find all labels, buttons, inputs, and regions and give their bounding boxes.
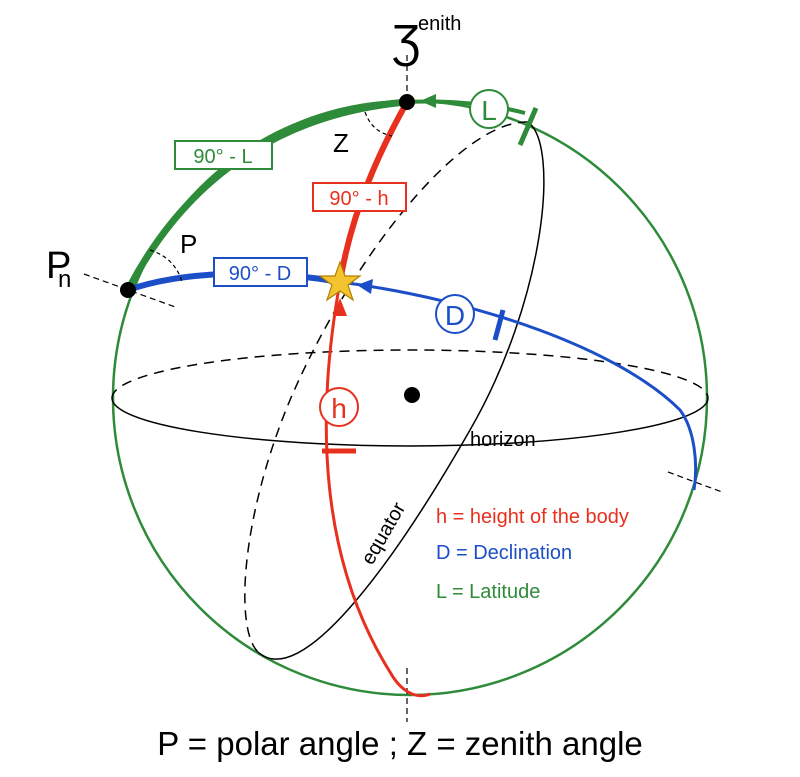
declination-tick [492, 309, 506, 341]
pole-label-sub: n [58, 266, 71, 293]
declination-circle-label: D [445, 300, 465, 331]
legend-declination: D = Declination [436, 542, 572, 564]
horizon-front-half [111, 397, 709, 447]
horizon-label: horizon [470, 429, 536, 451]
pole-label-main: P [46, 245, 71, 287]
polar-angle-arc [149, 249, 183, 283]
equator-front-half [257, 121, 545, 660]
declination-complement-label: 90° - D [229, 263, 291, 285]
star-icon [318, 260, 362, 302]
equator-back-half [244, 121, 529, 653]
latitude-circle-label: L [481, 95, 497, 126]
declination-circle-marker [435, 294, 475, 334]
zenith-angle-label: Z [333, 128, 349, 158]
pole-axis-tick [83, 273, 179, 309]
latitude-arrowhead [420, 94, 436, 108]
latitude-arc [406, 99, 526, 115]
polar-angle-label: P [180, 229, 197, 259]
legend-latitude: L = Latitude [436, 581, 540, 603]
horizon-back-half [111, 349, 709, 399]
latitude-complement-box [174, 140, 273, 170]
latitude-tick [517, 107, 539, 146]
height-arc [324, 281, 431, 698]
height-arrowhead [333, 298, 347, 316]
celestial-pole-point [120, 282, 136, 298]
latitude-circle-marker [469, 89, 509, 129]
declination-arc [339, 280, 698, 491]
zenith-word: enith [418, 13, 461, 35]
observer-center-point [404, 387, 420, 403]
declination-arrowhead [357, 279, 373, 294]
height-complement-label: 90° - h [329, 188, 388, 210]
height-circle-marker [319, 387, 359, 427]
latitude-complement-label: 90° - L [193, 146, 252, 168]
bottom-caption: P = polar angle ; Z = zenith angle [157, 725, 643, 762]
height-circle-label: h [331, 393, 347, 424]
equator-label: equator [357, 498, 410, 568]
zenith-angle-arc [364, 111, 393, 137]
height-complement-box [312, 182, 407, 212]
zenith-point [399, 94, 415, 110]
declination-complement-box [213, 257, 308, 287]
legend-height: h = height of the body [436, 506, 629, 528]
zenith-symbol: Ʒ [392, 15, 420, 67]
